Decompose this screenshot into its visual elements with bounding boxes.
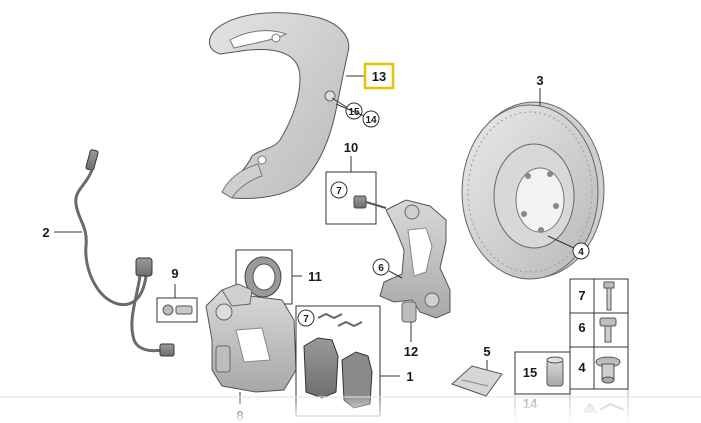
callout-14a[interactable]: 14 <box>365 115 377 126</box>
callout-9[interactable]: 9 <box>171 266 178 281</box>
callout-4b[interactable]: 4 <box>578 360 586 375</box>
pin-group-box-9 <box>156 297 198 323</box>
callout-circle-15a <box>345 102 363 120</box>
callout-13[interactable]: 13 <box>372 69 386 84</box>
lubricant-packet-part <box>451 365 503 397</box>
callout-circle-14a <box>362 110 380 128</box>
bolt-7-part <box>603 281 615 311</box>
bolt-4-part <box>595 356 621 384</box>
wear-sensor-part <box>74 149 175 357</box>
callout-15b[interactable]: 15 <box>523 365 537 380</box>
callout-7c[interactable]: 7 <box>578 288 585 303</box>
selected-part-highlight <box>363 62 395 90</box>
leader-line-6a <box>388 270 403 279</box>
callout-7b[interactable]: 7 <box>303 314 309 325</box>
callout-6a[interactable]: 6 <box>378 263 384 274</box>
leader-line-15a <box>331 97 349 109</box>
callout-12[interactable]: 12 <box>404 344 418 359</box>
pad-clips-part <box>317 312 363 328</box>
callout-2[interactable]: 2 <box>42 225 49 240</box>
dust-shield-part <box>208 12 350 199</box>
callout-7a[interactable]: 7 <box>336 186 342 197</box>
callout-5[interactable]: 5 <box>483 344 490 359</box>
leader-line-4a <box>547 235 575 249</box>
leader-line-14a <box>335 103 365 117</box>
callout-circle-7b <box>297 309 315 327</box>
seal-ring-part <box>244 256 282 298</box>
caliper-carrier-part <box>379 199 451 323</box>
hardware-grid <box>514 278 629 395</box>
brake-caliper-part <box>205 283 297 393</box>
callout-15a[interactable]: 15 <box>348 107 360 118</box>
callout-10[interactable]: 10 <box>344 140 358 155</box>
bolt-nut-part <box>353 195 387 209</box>
bolt-group-box-10 <box>325 171 377 225</box>
bottom-fade-overlay <box>0 394 701 423</box>
bolt-6-part <box>599 317 617 343</box>
callout-6b[interactable]: 6 <box>578 320 585 335</box>
callout-1[interactable]: 1 <box>406 369 413 384</box>
callout-circle-4a <box>572 242 590 260</box>
callout-3[interactable]: 3 <box>536 73 543 88</box>
callout-4a[interactable]: 4 <box>578 247 584 258</box>
guide-pin-part <box>162 304 193 316</box>
brake-disc-part <box>461 101 605 280</box>
callout-circle-6a <box>372 258 390 276</box>
callout-circle-7a <box>330 181 348 199</box>
sleeve-15-part <box>546 356 564 387</box>
callout-11[interactable]: 11 <box>308 269 322 284</box>
